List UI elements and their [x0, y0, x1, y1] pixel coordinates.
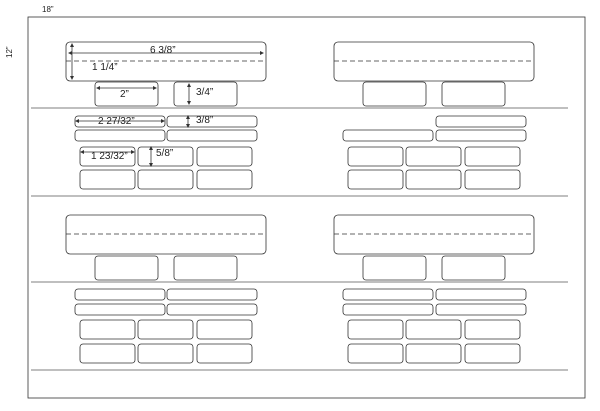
small-height-label: 5/8”: [156, 148, 174, 159]
medium-label: [173, 81, 238, 107]
medium-label: [173, 255, 238, 281]
strip-label: [74, 129, 166, 142]
small-label: [196, 169, 253, 190]
small-label: [464, 169, 521, 190]
small-label: [137, 146, 194, 167]
strip-label: [166, 115, 258, 128]
small-label: [405, 319, 462, 340]
small-label: [464, 343, 521, 364]
small-label: [405, 169, 462, 190]
medium-height-label: 3/4”: [196, 87, 214, 98]
large-label: [333, 41, 535, 82]
large-height-label: 1 1/4”: [92, 62, 118, 73]
small-label: [347, 146, 404, 167]
small-label: [137, 169, 194, 190]
small-label: [137, 319, 194, 340]
medium-label: [94, 81, 159, 107]
strip-label: [342, 303, 434, 316]
small-label: [79, 319, 136, 340]
small-label: [137, 343, 194, 364]
medium-width-label: 2”: [120, 89, 129, 100]
small-label: [347, 169, 404, 190]
strip-label: [166, 129, 258, 142]
strip-label: [342, 288, 434, 301]
medium-label: [441, 81, 506, 107]
large-label: [65, 214, 267, 255]
small-label: [405, 343, 462, 364]
strip-label: [435, 115, 527, 128]
small-label: [347, 319, 404, 340]
strip-label: [74, 288, 166, 301]
sheet-border: [27, 16, 586, 399]
medium-label: [362, 255, 427, 281]
medium-label: [441, 255, 506, 281]
large-label: [65, 41, 267, 82]
strip-label: [435, 288, 527, 301]
large-width-label: 6 3/8”: [150, 45, 176, 56]
small-label: [196, 319, 253, 340]
large-label: [333, 214, 535, 255]
medium-label: [94, 255, 159, 281]
sheet-width-label: 18”: [42, 5, 54, 14]
strip-label: [166, 303, 258, 316]
strip-label: [435, 129, 527, 142]
strip-label: [74, 115, 166, 128]
small-label: [79, 343, 136, 364]
medium-label: [362, 81, 427, 107]
small-label: [79, 169, 136, 190]
strip-label: [166, 288, 258, 301]
strip-label: [74, 303, 166, 316]
small-label: [347, 343, 404, 364]
small-label: [196, 343, 253, 364]
small-label: [464, 319, 521, 340]
small-label: [79, 146, 136, 167]
small-label: [405, 146, 462, 167]
strip-label: [342, 129, 434, 142]
strip-height-label: 3/8”: [196, 115, 214, 126]
small-width-label: 1 23/32”: [91, 151, 128, 162]
small-label: [196, 146, 253, 167]
strip-label: [435, 303, 527, 316]
small-label: [464, 146, 521, 167]
